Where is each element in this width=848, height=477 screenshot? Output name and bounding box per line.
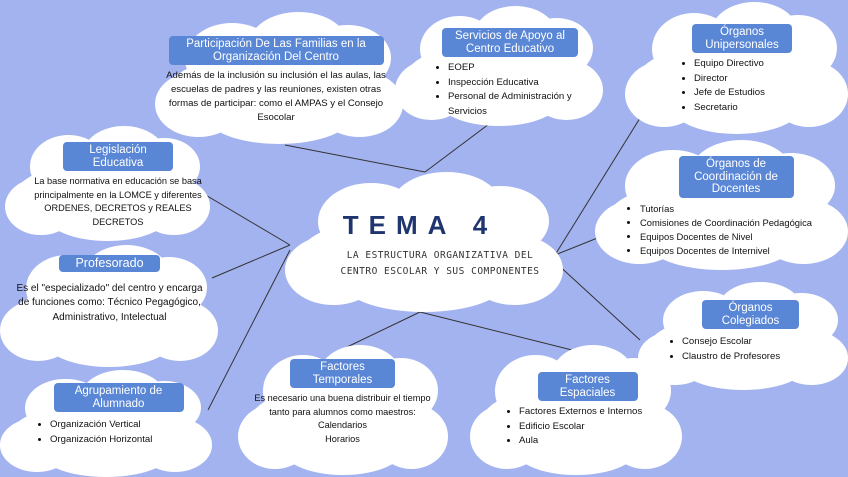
node-agrupamiento: Agrupamiento de Alumnado Organización Ve… — [36, 383, 201, 447]
node-espaciales: Factores Espaciales Factores Externos e … — [505, 372, 670, 449]
unipersonales-list: Equipo Directivo Director Jefe de Estudi… — [672, 57, 812, 115]
legislacion-label: Legislación Educativa — [63, 142, 173, 171]
list-item: Tutorías — [640, 202, 846, 216]
node-servicios: Servicios de Apoyo al Centro Educativo E… — [434, 28, 586, 119]
espaciales-list: Factores Externos e Internos Edificio Es… — [505, 405, 670, 449]
node-coordinacion: Órganos de Coordinación de Docentes Tuto… — [626, 156, 846, 258]
node-unipersonales: Órganos Unipersonales Equipo Directivo D… — [672, 24, 812, 115]
temporales-description: Es necesario una buena distribuir el tie… — [254, 393, 431, 417]
list-item: Inspección Educativa — [448, 76, 586, 91]
coordinacion-list: Tutorías Comisiones de Coordinación Peda… — [626, 202, 846, 258]
servicios-list: EOEP Inspección Educativa Personal de Ad… — [434, 61, 586, 119]
colegiados-label: Órganos Colegiados — [702, 300, 799, 329]
list-item: Calendarios — [317, 420, 368, 430]
coordinacion-label: Órganos de Coordinación de Docentes — [678, 156, 794, 198]
familias-label: Participación De Las Familias en la Orga… — [168, 36, 384, 65]
node-familias: Participación De Las Familias en la Orga… — [165, 36, 387, 125]
connector-agrupamiento — [207, 249, 291, 411]
list-item: Organización Horizontal — [50, 433, 201, 448]
node-colegiados: Órganos Colegiados Consejo Escolar Claus… — [668, 300, 833, 364]
list-item: EOEP — [448, 61, 586, 76]
node-legislacion: Legislación Educativa La base normativa … — [28, 142, 208, 229]
connector-colegiados — [554, 261, 641, 341]
connector-espaciales — [419, 311, 581, 353]
legislacion-text: La base normativa en educación se basa p… — [34, 176, 202, 227]
cloud-center — [285, 172, 563, 312]
list-item: Claustro de Profesores — [682, 350, 833, 365]
agrupamiento-list: Organización Vertical Organización Horiz… — [36, 418, 201, 447]
list-item: Consejo Escolar — [682, 335, 833, 350]
unipersonales-label: Órganos Unipersonales — [692, 24, 792, 53]
list-item: Director — [694, 72, 812, 87]
node-temporales: Factores Temporales Es necesario una bue… — [250, 359, 435, 446]
temporales-label: Factores Temporales — [290, 359, 395, 388]
list-item: Personal de Administración y Servicios — [448, 90, 586, 119]
list-item: Factores Externos e Internos — [519, 405, 670, 420]
center-subtitle: LA ESTRUCTURA ORGANIZATIVA DEL CENTRO ES… — [340, 250, 540, 277]
list-item: Secretario — [694, 101, 812, 116]
connector-profesorado — [211, 244, 291, 279]
familias-text: Además de la inclusión su inclusión el l… — [166, 70, 386, 123]
list-item: Aula — [519, 434, 670, 449]
list-item: Jefe de Estudios — [694, 86, 812, 101]
center-title: TEMA 4 — [342, 210, 498, 240]
connector-unipersonales — [554, 109, 646, 256]
node-profesorado: Profesorado Es el "especializado" del ce… — [12, 255, 207, 325]
colegiados-list: Consejo Escolar Claustro de Profesores — [668, 335, 833, 364]
agrupamiento-label: Agrupamiento de Alumnado — [53, 383, 184, 412]
connector-temporales — [344, 311, 421, 349]
profesorado-text: Es el "especializado" del centro y encar… — [16, 282, 203, 323]
list-item: Equipo Directivo — [694, 57, 812, 72]
list-item: Horarios — [325, 433, 360, 444]
list-item: Equipos Docentes de Nivel — [640, 230, 846, 244]
list-item: Comisiones de Coordinación Pedagógica — [640, 216, 846, 230]
servicios-label: Servicios de Apoyo al Centro Educativo — [442, 28, 578, 57]
list-item: Organización Vertical — [50, 418, 201, 433]
connector-familias — [284, 144, 426, 173]
espaciales-label: Factores Espaciales — [537, 372, 638, 401]
temporales-text: Es necesario una buena distribuir el tie… — [250, 392, 435, 446]
list-item: Edificio Escolar — [519, 420, 670, 435]
profesorado-label: Profesorado — [59, 255, 160, 272]
list-item: Equipos Docentes de Internivel — [640, 244, 846, 258]
